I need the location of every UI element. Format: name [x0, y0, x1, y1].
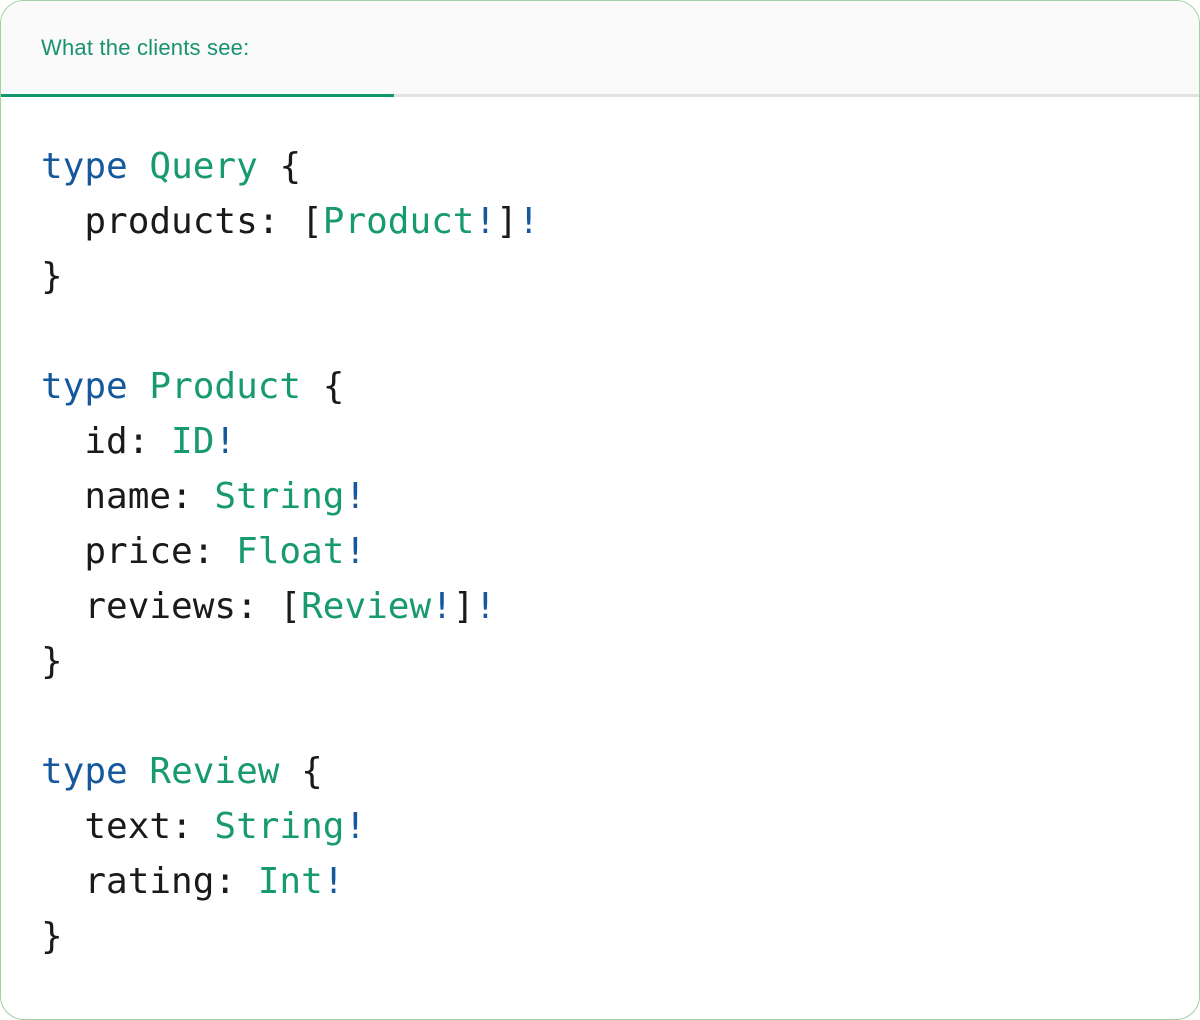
- code-token-plain: [128, 146, 150, 187]
- code-token-plain: products: [: [41, 201, 323, 242]
- code-line: products: [Product!]!: [41, 194, 1159, 249]
- code-line: type Query {: [41, 139, 1159, 194]
- code-token-plain: }: [41, 916, 63, 957]
- code-token-typename: Review: [301, 586, 432, 627]
- code-token-plain: text:: [41, 806, 215, 847]
- code-token-bang: !: [344, 476, 367, 517]
- code-line: [41, 689, 1159, 744]
- code-token-plain: [128, 751, 150, 792]
- code-token-bang: !: [431, 586, 453, 627]
- code-line: reviews: [Review!]!: [41, 579, 1159, 634]
- code-line: type Review {: [41, 744, 1159, 799]
- tab-label: What the clients see:: [41, 34, 250, 60]
- code-token-typename: Product: [149, 366, 302, 407]
- code-token-typename: Int: [257, 861, 323, 902]
- code-line: [41, 304, 1159, 359]
- code-line: price: Float!: [41, 524, 1159, 579]
- code-token-bang: !: [322, 861, 345, 902]
- code-line: text: String!: [41, 799, 1159, 854]
- code-token-bang: !: [517, 201, 540, 242]
- code-token-plain: {: [279, 751, 323, 792]
- code-line: name: String!: [41, 469, 1159, 524]
- code-token-typename: Review: [149, 751, 280, 792]
- code-token-plain: {: [301, 366, 345, 407]
- code-token-plain: {: [257, 146, 302, 187]
- code-token-plain: reviews: [: [41, 586, 302, 627]
- tab-bar: What the clients see:: [1, 1, 1199, 97]
- code-token-bang: !: [344, 531, 367, 572]
- code-token-plain: name:: [41, 476, 215, 517]
- code-token-bang: !: [214, 421, 237, 462]
- code-line: }: [41, 909, 1159, 964]
- code-token-typename: Query: [149, 146, 258, 187]
- code-token-plain: }: [41, 256, 63, 297]
- code-token-bang: !: [474, 201, 497, 242]
- code-token-typename: String: [214, 806, 345, 847]
- tab-what-clients-see[interactable]: What the clients see:: [1, 1, 394, 97]
- code-token-plain: }: [41, 641, 63, 682]
- code-token-typename: Product: [322, 201, 475, 242]
- code-token-keyword: type: [41, 146, 128, 187]
- code-token-bang: !: [344, 806, 367, 847]
- code-token-keyword: type: [41, 366, 128, 407]
- code-token-plain: rating:: [41, 861, 258, 902]
- code-line: }: [41, 249, 1159, 304]
- code-line: rating: Int!: [41, 854, 1159, 909]
- code-token-plain: ]: [452, 586, 475, 627]
- code-token-keyword: type: [41, 751, 128, 792]
- code-token-plain: [128, 366, 150, 407]
- active-tab-indicator: [1, 94, 394, 97]
- code-token-plain: id:: [41, 421, 172, 462]
- code-line: id: ID!: [41, 414, 1159, 469]
- code-block: type Query { products: [Product!]!} type…: [1, 97, 1199, 1004]
- code-line: type Product {: [41, 359, 1159, 414]
- code-token-plain: price:: [41, 531, 237, 572]
- code-line: }: [41, 634, 1159, 689]
- code-token-plain: ]: [496, 201, 518, 242]
- code-token-typename: Float: [236, 531, 345, 572]
- code-token-bang: !: [474, 586, 497, 627]
- code-token-typename: String: [214, 476, 345, 517]
- code-token-typename: ID: [171, 421, 215, 462]
